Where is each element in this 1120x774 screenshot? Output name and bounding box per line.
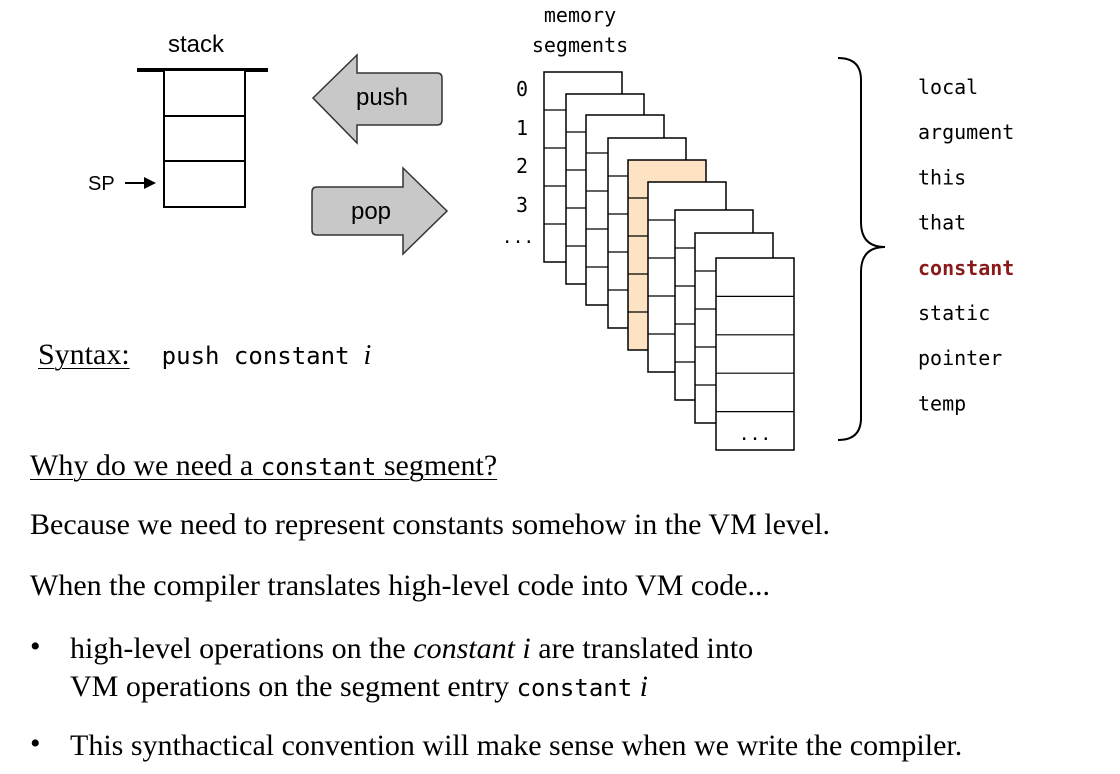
- pop-arrow-icon: [311, 166, 449, 256]
- segment-name-local: local: [918, 75, 978, 99]
- bullet-1-italic: constant i: [413, 632, 531, 665]
- bullet-1-line-1: high-level operations on the constant i …: [70, 630, 753, 668]
- segment-names: local argument this that constant static point…: [918, 75, 1014, 415]
- stack-cell-1: [163, 69, 246, 117]
- compiler-line: When the compiler translates high-level …: [30, 569, 771, 602]
- segment-name-static: static: [918, 301, 990, 325]
- segment-card-body: [715, 257, 795, 451]
- question-line: Why do we need a constant segment?: [30, 446, 497, 486]
- syntax-code: push constant: [161, 342, 350, 370]
- segment-name-this: this: [918, 165, 966, 189]
- bullet-2-marker: •: [30, 727, 41, 760]
- bullet-1-var: i: [639, 670, 649, 703]
- segment-name-pointer: pointer: [918, 346, 1002, 370]
- segment-brace: [837, 57, 886, 441]
- bullet-1-part2: are translated into: [538, 632, 754, 665]
- bullet-1-code: constant: [516, 674, 633, 702]
- segment-cards: ...: [543, 71, 795, 451]
- index-label-ellipsis: ...: [502, 227, 535, 248]
- question-part1: Why do we need a: [30, 449, 254, 482]
- sp-label: SP: [88, 173, 115, 195]
- segment-name-constant: constant: [918, 256, 1014, 280]
- segment-name-temp: temp: [918, 391, 966, 415]
- memory-label-line2: segments: [532, 33, 628, 57]
- sp-arrowhead-icon: [144, 177, 156, 189]
- syntax-var: i: [363, 340, 372, 371]
- answer-line: Because we need to represent constants s…: [30, 508, 831, 541]
- question-part2: segment?: [383, 449, 498, 482]
- segment-name-argument: argument: [918, 120, 1014, 144]
- syntax-line: Syntax: push constant i: [38, 335, 371, 375]
- index-label-2: 2: [516, 154, 528, 178]
- segment-name-that: that: [918, 211, 966, 235]
- bullet-1-line-2: VM operations on the segment entry const…: [70, 668, 648, 707]
- vm-memory-diagram: stack SP push pop memory segments 0 1 2 …: [88, 3, 1014, 451]
- stack-cell-3: [163, 160, 246, 208]
- bullet-1-line2-text: VM operations on the segment entry: [70, 670, 510, 703]
- memory-label-line1: memory: [544, 3, 616, 27]
- stack-cell-2: [163, 115, 246, 162]
- index-label-3: 3: [516, 193, 528, 217]
- index-label-1: 1: [516, 116, 528, 140]
- syntax-label: Syntax:: [38, 338, 130, 371]
- question-code: constant: [260, 453, 377, 481]
- push-label: push: [356, 84, 408, 111]
- segment-card-ellipsis: ...: [739, 424, 772, 445]
- pop-label: pop: [351, 198, 391, 225]
- stack-label: stack: [168, 31, 225, 58]
- bullet-1-marker: •: [30, 630, 41, 663]
- index-label-0: 0: [516, 77, 528, 101]
- segment-card: ...: [715, 257, 795, 451]
- push-arrow-icon: [311, 53, 443, 145]
- bullet-1-part1: high-level operations on the: [70, 632, 406, 665]
- bullet-2-line: This synthactical convention will make s…: [70, 729, 963, 762]
